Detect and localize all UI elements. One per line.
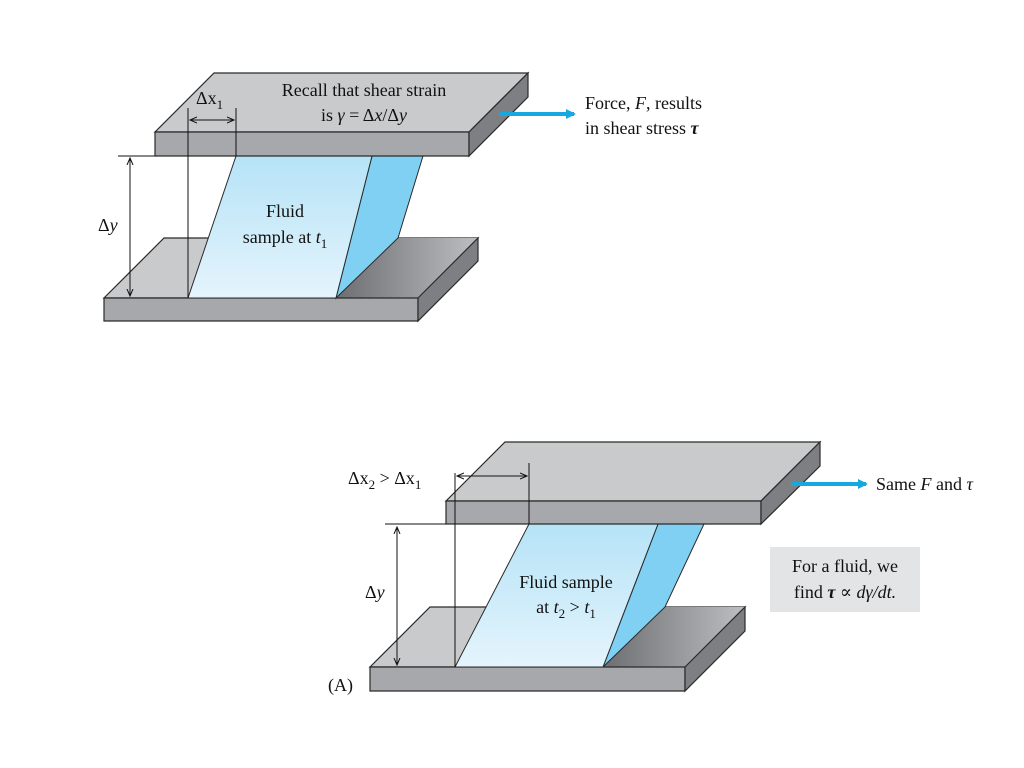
note-line1: For a fluid, we	[792, 556, 898, 576]
top-force-line1: Force, F, results	[585, 93, 702, 113]
bottom-fluid-line1: Fluid sample	[519, 572, 613, 592]
bottom-upper-plate	[444, 440, 822, 526]
top-panel: Δx1 Recall that shear strain is γ = Δx/Δ…	[98, 71, 702, 323]
panel-label: (A)	[328, 675, 353, 696]
top-fluid-line2: sample at t1	[243, 227, 328, 251]
bottom-panel: Δx2 > Δx1 Same F and τ Δy Fluid sample a…	[328, 440, 974, 696]
note-line2: find τ ∝ dγ/dt.	[794, 582, 896, 602]
top-fluid-line1: Fluid	[266, 201, 304, 221]
top-delta-y-label: Δy	[98, 215, 118, 235]
bottom-delta-x2-label: Δx2 > Δx1	[348, 468, 421, 492]
bottom-delta-y-label: Δy	[365, 582, 385, 602]
top-delta-x1-label: Δx1	[196, 88, 223, 112]
top-upper-plate	[153, 71, 530, 158]
top-force-line2: in shear stress τ	[585, 118, 699, 138]
top-recall-line1: Recall that shear strain	[282, 80, 446, 100]
bottom-same-label: Same F and τ	[876, 474, 974, 494]
note-box	[770, 547, 920, 612]
top-recall-line2: is γ = Δx/Δy	[321, 105, 407, 125]
bottom-fluid-line2: at t2 > t1	[536, 597, 596, 621]
